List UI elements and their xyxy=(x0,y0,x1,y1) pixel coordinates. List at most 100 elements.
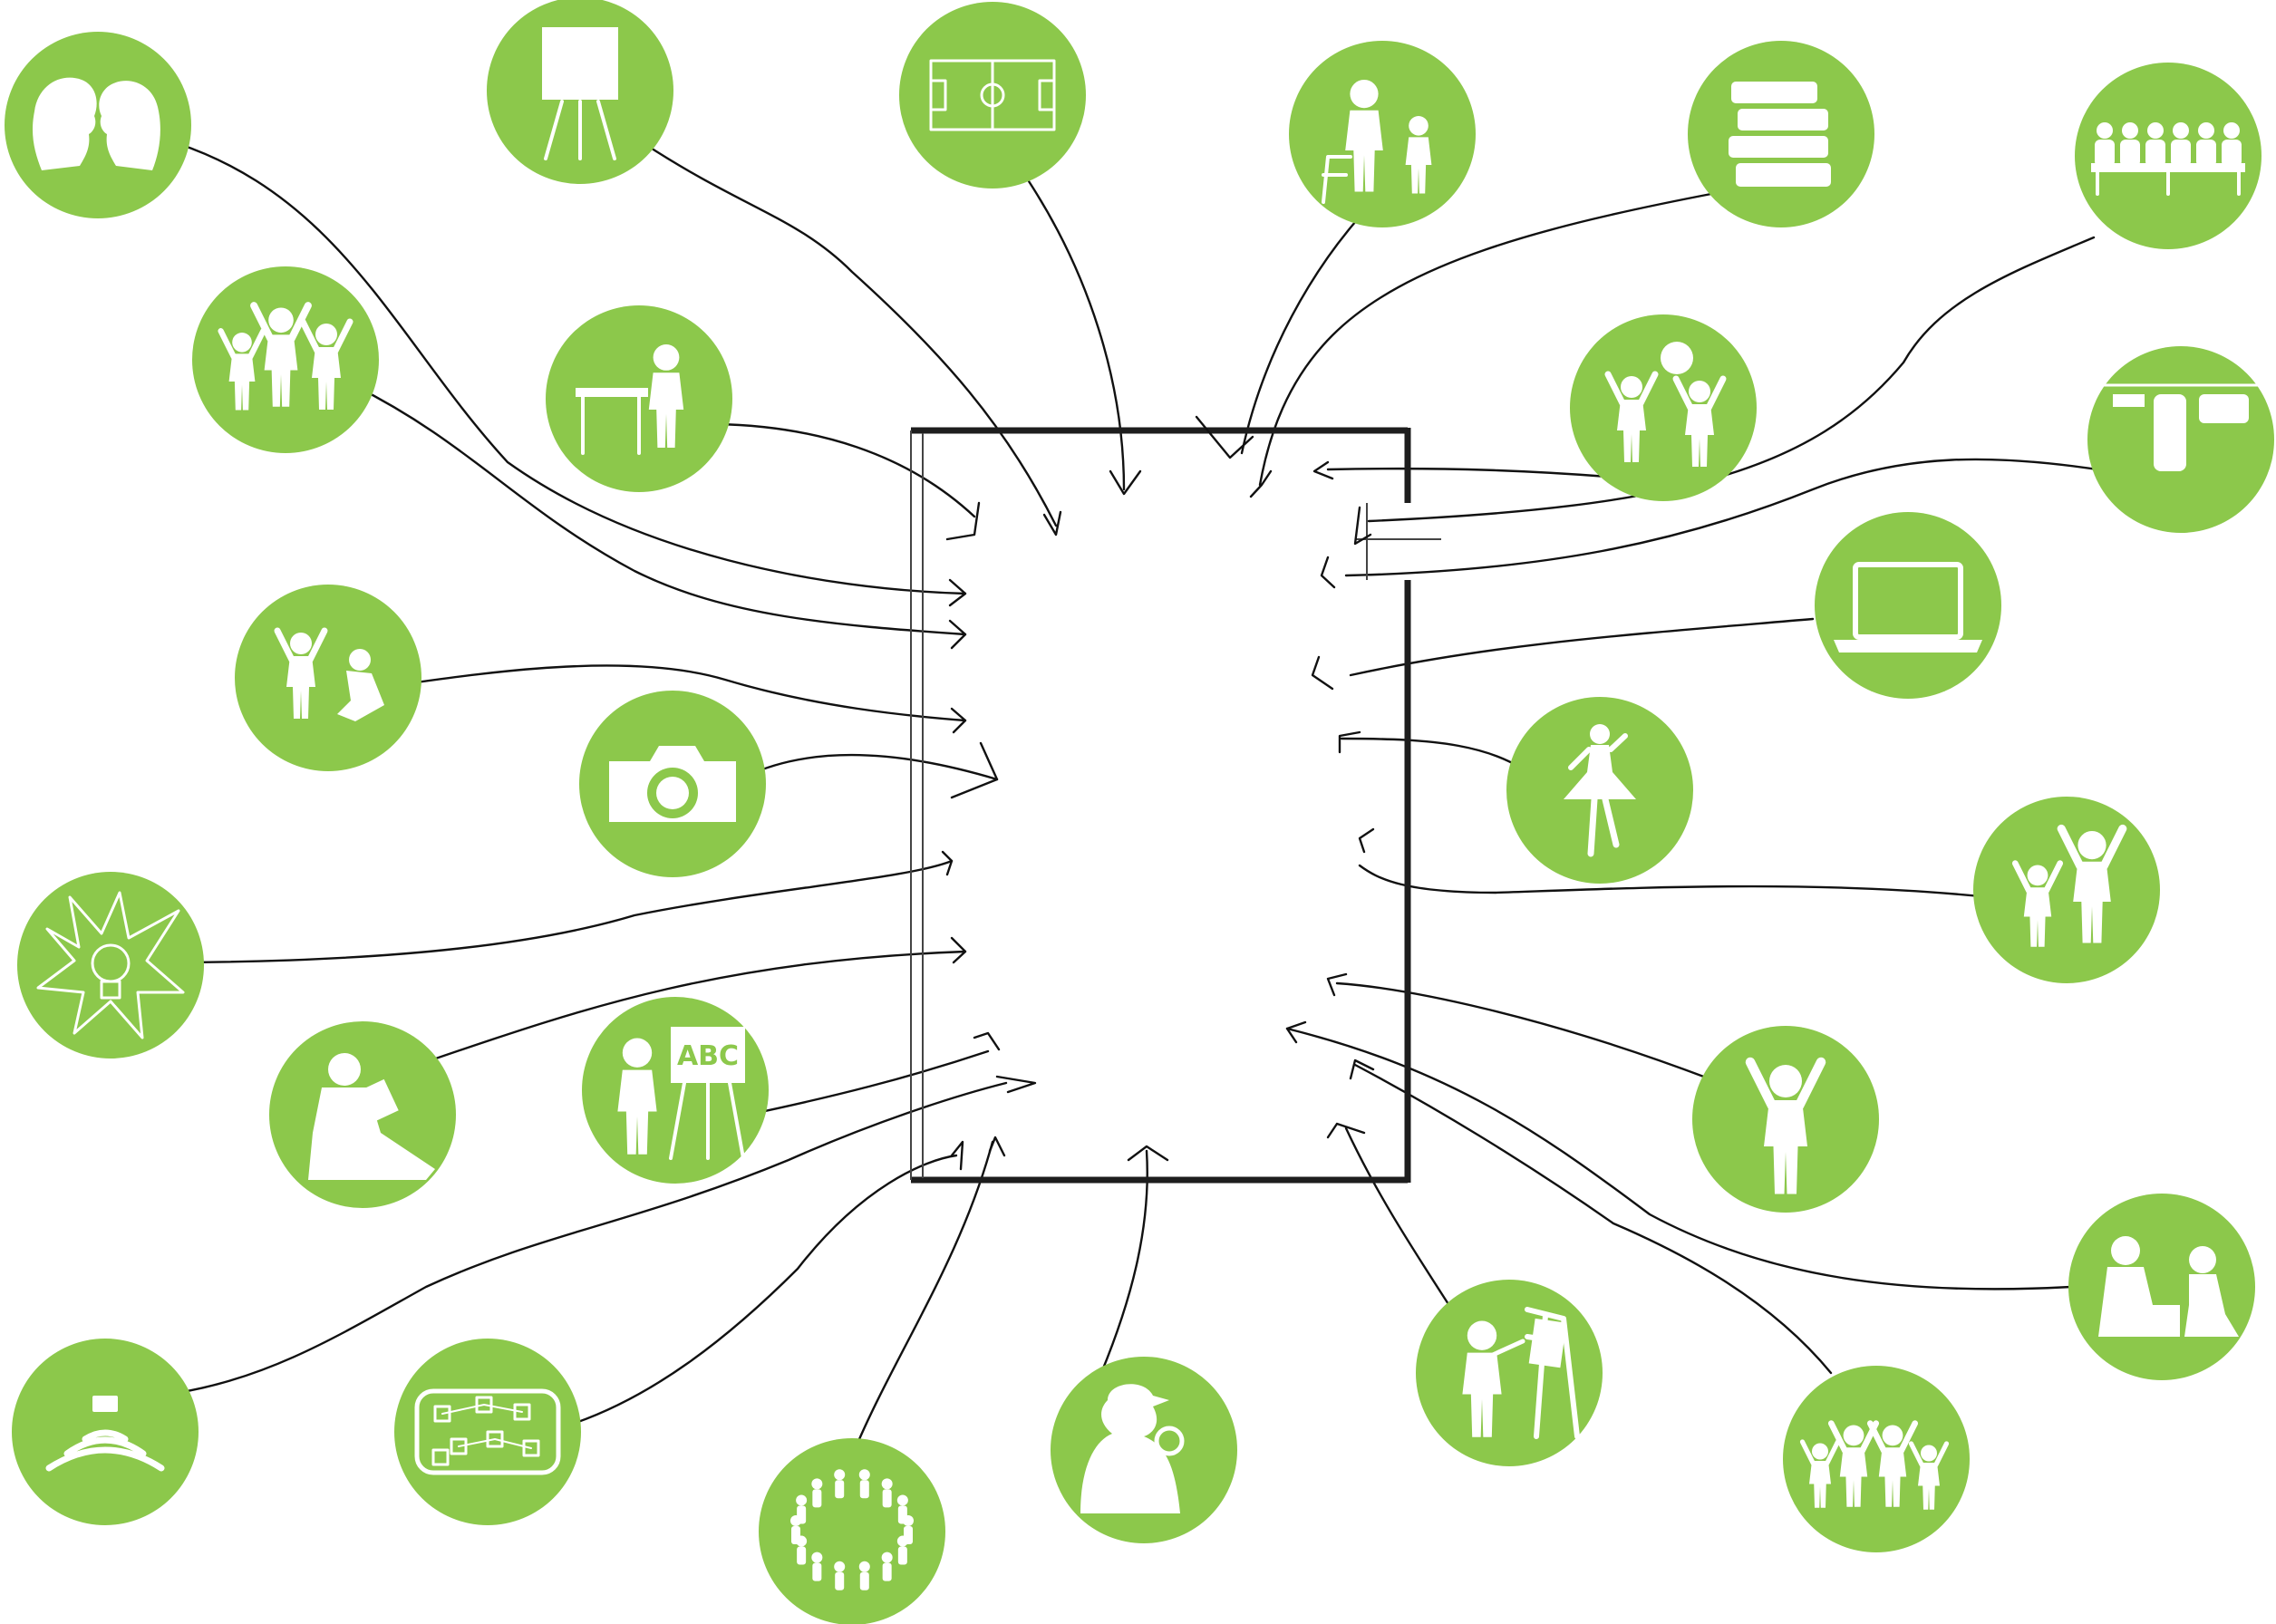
people-at-table-icon xyxy=(2091,122,2245,196)
activity-bubble-building xyxy=(2068,1194,2255,1380)
arrowheads xyxy=(941,415,1375,1171)
arrowhead xyxy=(1312,460,1334,480)
arrowhead xyxy=(1353,506,1372,546)
activity-bubble-group-cheer xyxy=(1783,1366,1970,1552)
connector-group-meeting xyxy=(1367,236,2096,523)
activity-bubble-laptop xyxy=(1815,512,2001,699)
activity-bubble-children-playing xyxy=(192,266,379,453)
arrowhead xyxy=(1042,510,1062,536)
cheering-child-icon xyxy=(1745,1057,1826,1194)
connector-children-playing xyxy=(352,383,967,636)
activity-bubble-ball-play xyxy=(1570,314,1757,501)
arrowhead xyxy=(950,1140,964,1171)
sports-field-icon xyxy=(929,59,1056,131)
group-cheering-icon xyxy=(1799,1420,1950,1510)
connector-explore xyxy=(1099,1149,1148,1375)
connector-abc-board xyxy=(746,1049,990,1116)
arrowhead xyxy=(1195,415,1254,459)
magnifying-glass-detective-icon xyxy=(1080,1384,1185,1513)
activity-bubble-abc-board: ABC xyxy=(582,997,769,1184)
arrowhead xyxy=(1311,655,1334,691)
room-door-opening xyxy=(1355,503,1441,580)
laptop-icon xyxy=(1834,562,1982,652)
connector-circle-game xyxy=(855,1140,994,1447)
connector-group-cheer xyxy=(1353,1063,1833,1375)
arrowhead xyxy=(1326,1122,1366,1139)
activity-bubble-toddlers xyxy=(235,585,421,771)
connector-ball-play xyxy=(1326,467,1622,479)
activity-bubble-wireless xyxy=(12,1339,199,1525)
activity-bubble-dancing xyxy=(1506,697,1693,884)
child-at-desk-icon xyxy=(576,344,684,455)
arrowhead xyxy=(1349,1058,1375,1080)
activity-bubble-books xyxy=(1688,41,1874,227)
connector-hanging-display xyxy=(1344,458,2111,577)
arrowhead xyxy=(948,578,967,607)
activity-bubble-cheering-child xyxy=(1692,1026,1879,1213)
arrowhead xyxy=(1127,1145,1169,1162)
connector-desk-work xyxy=(714,422,976,518)
cheering-children-icon xyxy=(2011,824,2127,947)
connector-pinboard xyxy=(574,1154,958,1425)
children-group-icon xyxy=(218,302,354,411)
connector-cheering-child xyxy=(1335,981,1710,1080)
activity-bubble-group-meeting xyxy=(2075,63,2261,249)
children-portraits-icon xyxy=(32,77,160,170)
connector-painting xyxy=(1344,1126,1457,1316)
connector-laptop xyxy=(1349,617,1815,677)
activity-bubble-idea xyxy=(17,872,204,1058)
arrowhead xyxy=(950,936,967,964)
arrowhead xyxy=(948,619,967,650)
activity-bubble-camera xyxy=(579,691,766,877)
activity-bubble-cheering-pair xyxy=(1973,797,2160,983)
arrowhead xyxy=(973,1031,1001,1051)
flipchart-easel-icon xyxy=(542,27,618,160)
arrowhead xyxy=(950,707,967,734)
pinboard-icon xyxy=(414,1388,561,1475)
activity-bubble-explore xyxy=(1051,1357,1237,1543)
connector-easel xyxy=(642,141,1058,527)
arrowhead xyxy=(945,501,981,541)
room-plan xyxy=(910,427,1441,1184)
connector-reading xyxy=(429,950,967,1062)
activity-bubble-reading xyxy=(269,1021,456,1208)
child-painting-icon xyxy=(1462,1307,1580,1439)
arrowhead xyxy=(941,850,954,876)
connector-lines xyxy=(175,141,2111,1447)
abc-easel-icon: ABC xyxy=(617,1027,745,1160)
arrowhead xyxy=(1285,1020,1307,1044)
activity-bubble-desk-work xyxy=(546,305,732,492)
activity-bubble-storytelling xyxy=(1289,41,1476,227)
arrowhead xyxy=(950,741,999,799)
activity-bubbles: ABC xyxy=(5,0,2274,1624)
adult-reading-to-child-icon xyxy=(1322,80,1432,204)
activity-bubble-easel xyxy=(487,0,673,184)
activity-bubble-sports-field xyxy=(899,2,1086,188)
dancing-girl-icon xyxy=(1564,724,1636,857)
arrowhead xyxy=(1358,827,1375,854)
activity-bubble-painting xyxy=(1416,1280,1603,1466)
arrowhead xyxy=(1109,469,1142,496)
connector-portraits xyxy=(175,141,967,595)
activity-bubble-circle-game xyxy=(759,1438,945,1624)
arrowhead xyxy=(1326,972,1348,997)
connector-sports-field xyxy=(1027,179,1126,491)
connector-wireless xyxy=(175,1081,1008,1395)
connector-idea xyxy=(184,859,954,964)
light-bulb-idea-icon xyxy=(36,891,185,1039)
wireless-signal-icon xyxy=(45,1396,165,1472)
connector-cheering-pair xyxy=(1358,864,1991,899)
arrowhead xyxy=(1338,730,1361,754)
activity-bubble-pinboard xyxy=(394,1339,581,1525)
connector-toddlers xyxy=(402,664,967,722)
connector-building xyxy=(1285,1027,2073,1290)
activity-bubble-portraits xyxy=(5,32,191,218)
hanging-display-icon xyxy=(2088,383,2273,471)
arrowhead xyxy=(1320,556,1336,589)
stack-of-books-icon xyxy=(1729,82,1831,187)
toddlers-playing-icon xyxy=(274,627,384,721)
children-circle-icon xyxy=(790,1469,914,1590)
activity-bubble-hanging-display xyxy=(2087,346,2274,533)
camera-icon xyxy=(609,746,736,822)
